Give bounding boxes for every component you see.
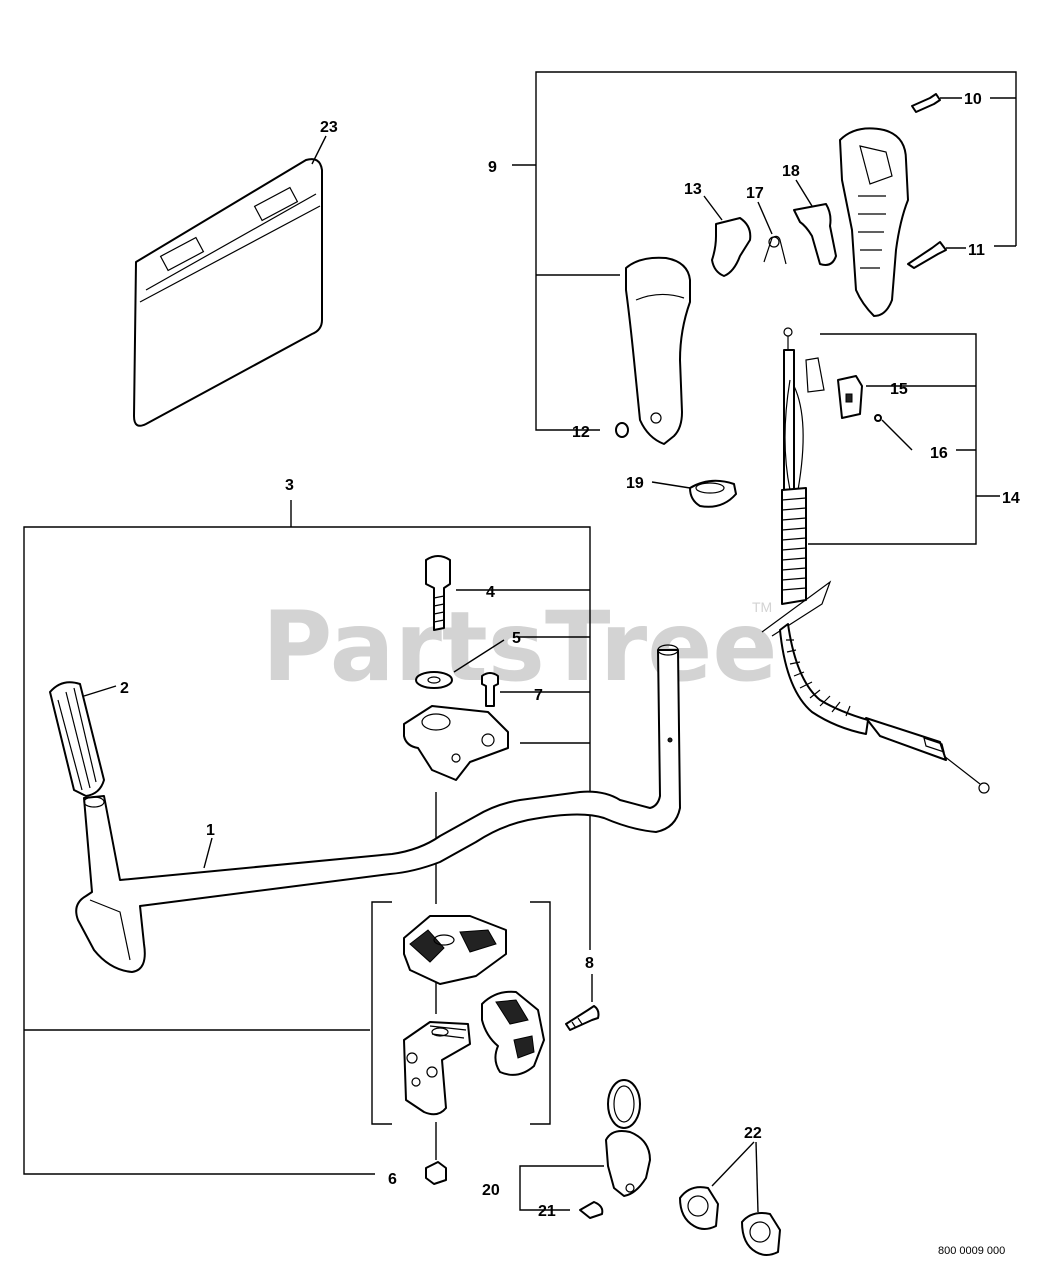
watermark-text: PartsTree xyxy=(262,591,777,703)
screw-part-10[interactable] xyxy=(911,93,941,113)
callout-6: 6 xyxy=(388,1171,397,1188)
leader-19 xyxy=(651,481,691,489)
callout-16: 16 xyxy=(930,445,948,462)
washer-part-5[interactable] xyxy=(415,671,453,689)
leader-22b xyxy=(755,1141,759,1213)
upper-clamp-part[interactable] xyxy=(403,705,509,781)
group-9-bracket xyxy=(512,71,1017,431)
watermark-tm: TM xyxy=(752,599,772,615)
leader-16 xyxy=(881,419,913,451)
callout-17: 17 xyxy=(746,185,764,202)
screw-part-11[interactable] xyxy=(907,241,947,269)
callout-5: 5 xyxy=(512,630,521,647)
bolt-part-21[interactable] xyxy=(579,1201,604,1219)
lockout-lever-part-13[interactable] xyxy=(711,217,752,277)
leader-1 xyxy=(203,837,213,869)
leader-5 xyxy=(453,639,505,673)
bolt-part-8[interactable] xyxy=(565,1005,600,1031)
callout-23: 23 xyxy=(320,119,338,136)
bolt-part-4[interactable] xyxy=(425,555,451,631)
leader-17 xyxy=(757,201,773,235)
leader-2 xyxy=(83,685,117,697)
grip-part-2[interactable] xyxy=(49,681,105,797)
throttle-cable-part[interactable] xyxy=(761,327,990,794)
screw-part-7[interactable] xyxy=(481,672,499,707)
cable-clip-part-15[interactable] xyxy=(837,375,863,419)
clamp-side-piece[interactable] xyxy=(481,990,545,1076)
callout-8: 8 xyxy=(585,955,594,972)
clamp-block-upper[interactable] xyxy=(403,915,507,985)
leader-22a xyxy=(711,1141,755,1187)
clamp-part-22a[interactable] xyxy=(679,1186,719,1230)
group-3-bracket xyxy=(23,500,591,1175)
clamp-ring-part-19[interactable] xyxy=(689,479,737,508)
callout-14: 14 xyxy=(1002,490,1020,507)
trigger-lever-part-18[interactable] xyxy=(793,203,837,266)
callout-1: 1 xyxy=(206,822,215,839)
handlebar-part-1[interactable] xyxy=(75,644,681,973)
screw-part-16[interactable] xyxy=(874,414,882,422)
callout-20: 20 xyxy=(482,1182,500,1199)
callout-9: 9 xyxy=(488,159,497,176)
callout-19: 19 xyxy=(626,475,644,492)
callout-12: 12 xyxy=(572,424,590,441)
hanger-ring-part-20[interactable] xyxy=(605,1079,651,1197)
callout-15: 15 xyxy=(890,381,908,398)
callout-21: 21 xyxy=(538,1203,556,1220)
handle-half-left[interactable] xyxy=(625,256,691,445)
callout-7: 7 xyxy=(534,687,543,704)
drawing-code: 800 0009 000 xyxy=(938,1245,1005,1257)
callout-2: 2 xyxy=(120,680,129,697)
callout-4: 4 xyxy=(486,584,495,601)
spring-part-17[interactable] xyxy=(763,235,787,265)
clamp-part-22b[interactable] xyxy=(741,1212,781,1256)
callout-22: 22 xyxy=(744,1125,762,1142)
square-nut-part-6[interactable] xyxy=(425,1161,447,1185)
nut-part-12[interactable] xyxy=(615,422,629,438)
callout-10: 10 xyxy=(964,91,982,108)
handle-half-right[interactable] xyxy=(839,127,909,317)
clamp-block-lower[interactable] xyxy=(403,1021,471,1116)
callout-18: 18 xyxy=(782,163,800,180)
decal-sheet-part[interactable] xyxy=(133,158,323,427)
leader-13 xyxy=(703,195,723,221)
group-14-bracket xyxy=(808,333,1000,545)
callout-3: 3 xyxy=(285,477,294,494)
callout-13: 13 xyxy=(684,181,702,198)
leader-18 xyxy=(795,179,813,207)
bracket-20 xyxy=(519,1165,604,1211)
clamp-sub-bracket xyxy=(371,901,551,1125)
leader-23 xyxy=(311,135,327,165)
callout-11: 11 xyxy=(968,242,985,259)
